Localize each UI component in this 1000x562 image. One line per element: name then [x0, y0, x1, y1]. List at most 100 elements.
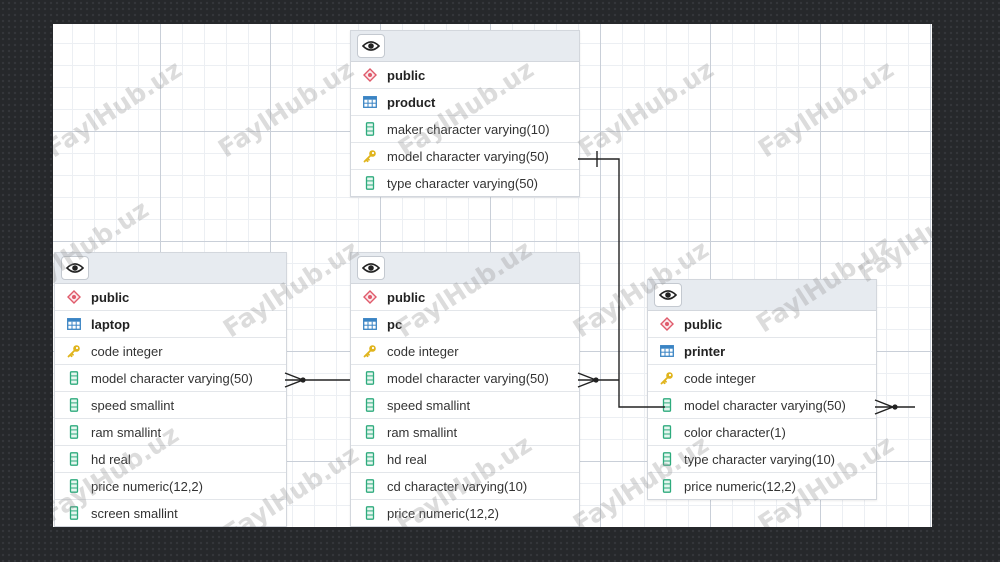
watermark-text: FaylHub.uz	[53, 54, 187, 164]
table-laptop[interactable]: public laptop code integer model character …	[54, 252, 287, 527]
eye-icon[interactable]	[61, 256, 89, 280]
table-icon	[67, 317, 81, 331]
column-row[interactable]: code integer	[55, 338, 286, 365]
table-name-row: pc	[351, 311, 579, 338]
link-dot-pc	[593, 377, 599, 383]
column-row[interactable]: type character varying(50)	[351, 170, 579, 196]
column-label: screen smallint	[91, 505, 178, 521]
watermark-text: FaylHub.uz	[573, 54, 719, 164]
column-label: price numeric(12,2)	[684, 478, 796, 494]
table-name: printer	[684, 343, 726, 359]
table-name: product	[387, 94, 436, 110]
column-label: type character varying(10)	[684, 451, 836, 467]
column-label: code integer	[91, 343, 163, 359]
primary-key-icon	[67, 344, 81, 358]
column-icon	[67, 452, 81, 466]
column-row[interactable]: code integer	[648, 365, 876, 392]
column-icon	[363, 371, 377, 385]
column-label: model character varying(50)	[387, 370, 549, 386]
column-label: ram smallint	[91, 424, 162, 440]
table-icon	[363, 317, 377, 331]
column-row[interactable]: model character varying(50)	[648, 392, 876, 419]
column-row[interactable]: speed smallint	[55, 392, 286, 419]
column-row[interactable]: price numeric(12,2)	[55, 473, 286, 500]
column-row[interactable]: ram smallint	[55, 419, 286, 446]
column-label: hd real	[387, 451, 427, 467]
column-label: price numeric(12,2)	[91, 478, 203, 494]
table-name: laptop	[91, 316, 130, 332]
schema-label: public	[387, 67, 426, 83]
table-icon	[363, 95, 377, 109]
primary-key-icon	[660, 371, 674, 385]
crowfoot-pc	[577, 372, 598, 388]
column-row[interactable]: hd real	[55, 446, 286, 473]
schema-label: public	[91, 289, 130, 305]
column-row[interactable]: maker character varying(10)	[351, 116, 579, 143]
schema-row: public	[351, 62, 579, 89]
eye-icon[interactable]	[357, 34, 385, 58]
column-label: hd real	[91, 451, 131, 467]
column-row[interactable]: cd character varying(10)	[351, 473, 579, 500]
column-row[interactable]: model character varying(50)	[351, 365, 579, 392]
schema-icon	[67, 290, 81, 304]
schema-label: public	[387, 289, 426, 305]
table-pc[interactable]: public pc code integer model character vary…	[350, 252, 580, 527]
schema-row: public	[648, 311, 876, 338]
column-label: type character varying(50)	[387, 175, 539, 191]
column-label: code integer	[684, 370, 756, 386]
table-printer[interactable]: public printer code integer model character…	[647, 279, 877, 500]
column-row[interactable]: model character varying(50)	[351, 143, 579, 170]
watermark-text: FaylHub.uz	[213, 54, 359, 164]
column-icon	[363, 122, 377, 136]
table-name-row: printer	[648, 338, 876, 365]
schema-icon	[363, 290, 377, 304]
table-header[interactable]	[648, 280, 876, 311]
column-icon	[67, 398, 81, 412]
column-icon	[363, 176, 377, 190]
table-header[interactable]	[55, 253, 286, 284]
watermark-text: FaylHub.uz	[753, 54, 899, 164]
column-label: model character varying(50)	[387, 148, 549, 164]
column-icon	[67, 506, 81, 520]
schema-icon	[660, 317, 674, 331]
column-row[interactable]: type character varying(10)	[648, 446, 876, 473]
primary-key-icon	[363, 344, 377, 358]
column-row[interactable]: speed smallint	[351, 392, 579, 419]
column-label: model character varying(50)	[684, 397, 846, 413]
schema-icon	[363, 68, 377, 82]
primary-key-icon	[363, 149, 377, 163]
column-label: code integer	[387, 343, 459, 359]
column-icon	[67, 479, 81, 493]
column-icon	[660, 425, 674, 439]
column-label: maker character varying(10)	[387, 121, 550, 137]
column-label: price numeric(12,2)	[387, 505, 499, 521]
schema-label: public	[684, 316, 723, 332]
table-product[interactable]: public product maker character varying(10)…	[350, 30, 580, 197]
table-header[interactable]	[351, 31, 579, 62]
column-row[interactable]: hd real	[351, 446, 579, 473]
column-icon	[363, 506, 377, 520]
column-row[interactable]: color character(1)	[648, 419, 876, 446]
erd-canvas: public product maker character varying(10)…	[53, 24, 932, 527]
link-dot-laptop	[300, 377, 306, 383]
watermark-text: FaylHub.uz	[853, 179, 932, 289]
column-label: speed smallint	[387, 397, 471, 413]
eye-icon[interactable]	[357, 256, 385, 280]
crowfoot-laptop	[284, 372, 305, 388]
column-row[interactable]: code integer	[351, 338, 579, 365]
column-row[interactable]: screen smallint	[55, 500, 286, 526]
column-label: model character varying(50)	[91, 370, 253, 386]
column-icon	[660, 452, 674, 466]
column-icon	[363, 452, 377, 466]
column-label: speed smallint	[91, 397, 175, 413]
column-icon	[363, 479, 377, 493]
table-header[interactable]	[351, 253, 579, 284]
eye-icon[interactable]	[654, 283, 682, 307]
column-row[interactable]: price numeric(12,2)	[648, 473, 876, 499]
column-row[interactable]: price numeric(12,2)	[351, 500, 579, 526]
column-row[interactable]: ram smallint	[351, 419, 579, 446]
column-label: cd character varying(10)	[387, 478, 528, 494]
table-icon	[660, 344, 674, 358]
link-dot-printer	[892, 404, 898, 410]
column-row[interactable]: model character varying(50)	[55, 365, 286, 392]
